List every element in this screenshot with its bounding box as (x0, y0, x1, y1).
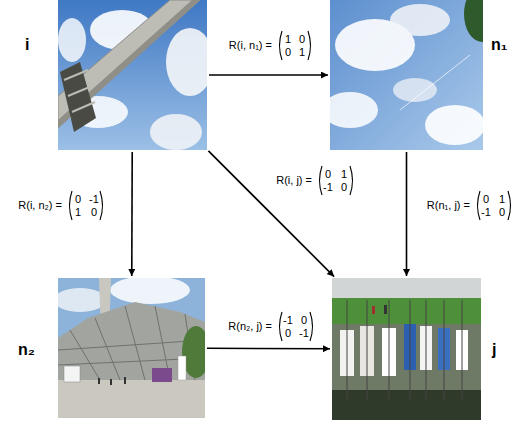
tower-platform (60, 62, 96, 132)
photo-node: j (332, 278, 481, 420)
arrow-connector (208, 151, 334, 277)
background (332, 324, 481, 390)
matrix-bracket (70, 191, 73, 220)
matrix-entry: 1 (294, 46, 310, 59)
node-name: n₂ (18, 340, 35, 360)
matrix-entry: 0 (280, 46, 296, 59)
matrix-bracket (100, 191, 103, 220)
pavement (58, 380, 205, 418)
tent-roof (58, 302, 205, 382)
rotation-label: R(n₁, j) = (426, 199, 471, 212)
cloud (58, 18, 86, 62)
arrow-connector (209, 74, 328, 76)
matrix-entry: 1 (280, 33, 296, 46)
arrow-connector (207, 347, 330, 349)
rotation-label: R(i, n₂) = (17, 199, 63, 212)
matrix-bracket (280, 312, 283, 341)
person (124, 377, 126, 384)
person (384, 305, 387, 314)
matrix-entry: 0 (296, 314, 312, 327)
matrix-bracket (320, 166, 323, 195)
matrix-entry: 0 (494, 206, 510, 219)
cloud (150, 114, 202, 150)
tree-corner (464, 0, 483, 42)
vehicle (152, 368, 172, 382)
matrix-entry: 0 (294, 33, 310, 46)
matrix-bracket (280, 31, 283, 60)
van (64, 366, 80, 382)
matrix-bracket (478, 191, 481, 220)
person (98, 378, 100, 384)
photo-j (332, 278, 481, 420)
matrix-entry: -1 (86, 193, 102, 206)
matrix-entry: -1 (296, 327, 312, 340)
cloud (58, 288, 106, 312)
arrow-connector (131, 152, 133, 276)
matrix-entry: 1 (494, 193, 510, 206)
matrix-entry: 1 (70, 206, 86, 219)
person (372, 306, 375, 314)
pavement (332, 278, 481, 298)
node-name: i (25, 35, 29, 55)
matrix-bracket (310, 312, 313, 341)
matrix-entry: 0 (336, 181, 352, 194)
node-name: j (492, 340, 496, 360)
matrix-bracket (350, 166, 353, 195)
cloud (330, 92, 378, 128)
matrix-entry: 0 (478, 193, 494, 206)
platform-ring (64, 70, 88, 80)
cloud (425, 105, 483, 145)
matrix-bracket (308, 31, 311, 60)
contrail (400, 55, 470, 110)
matrix-bracket (508, 191, 511, 220)
platform-ring (72, 102, 95, 112)
matrix-brackets (70, 31, 511, 341)
matrix-entry: -1 (320, 181, 336, 194)
rotation-label: R(i, n₁) = (228, 39, 273, 52)
photo-node: n₂ (58, 278, 205, 418)
matrix-entry: 0 (86, 206, 102, 219)
matrix-entry: 0 (280, 327, 296, 340)
poles (347, 300, 462, 400)
cloud (166, 28, 207, 96)
dark-trees (332, 278, 481, 420)
matrix-entry: 0 (70, 193, 86, 206)
photo-node: n₁ (330, 0, 483, 150)
platform-ring (68, 86, 92, 96)
photo-n2 (58, 278, 205, 418)
rotation-label: R(i, j) = (275, 174, 313, 187)
photo-n1 (330, 0, 483, 150)
matrix-entry: -1 (280, 314, 296, 327)
rotation-label: R(n₂, j) = (227, 320, 273, 333)
cloud (110, 278, 190, 304)
banner (178, 356, 186, 380)
matrix-entry: 1 (336, 168, 352, 181)
matrix-entry: -1 (478, 206, 494, 219)
person (110, 379, 112, 385)
cloud (390, 4, 450, 36)
matrix-entry: 0 (320, 168, 336, 181)
grass (332, 298, 481, 324)
photo-node: i (58, 0, 207, 150)
photo-i (58, 0, 207, 150)
arrow-connector (406, 152, 408, 276)
node-name: n₁ (491, 35, 507, 55)
